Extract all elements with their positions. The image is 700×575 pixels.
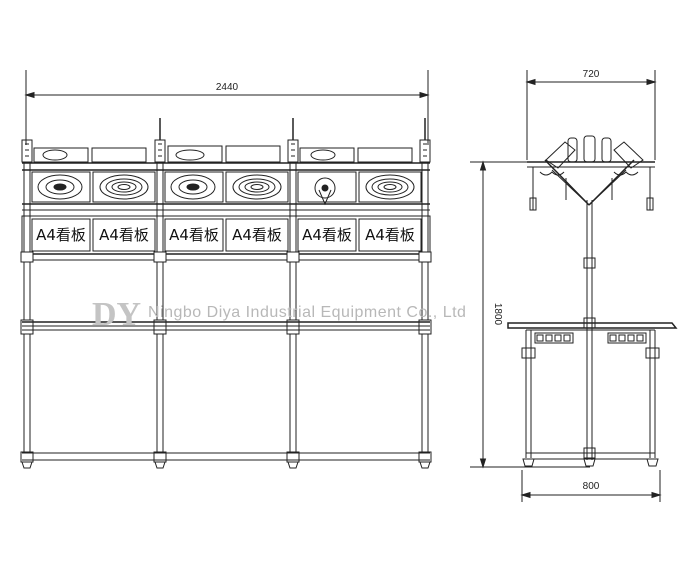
reel: [365, 174, 415, 200]
top-lamps: [33, 145, 413, 163]
reel-bay-frames: [31, 171, 422, 203]
front-table-top: [22, 321, 430, 331]
signboard-label: A4看板: [99, 226, 149, 244]
signboard-label: A4看板: [36, 226, 86, 244]
signboard-label: A4看板: [365, 226, 415, 244]
front-bottom-rail: [22, 452, 430, 461]
watermark-company: Ningbo Diya Industrial Equipment Co., Lt…: [148, 304, 466, 321]
watermark-logo: DY: [92, 296, 141, 333]
hose-reels: [37, 174, 415, 206]
side-view: [470, 70, 678, 502]
side-bottom-width-label: 800: [583, 481, 600, 492]
side-bottom-width-dimension: [520, 470, 662, 502]
watermark: DY Ningbo Diya Industrial Equipment Co.,…: [92, 296, 466, 333]
side-legs: [521, 330, 660, 467]
front-feet: [21, 461, 431, 469]
front-uprights: [21, 118, 431, 163]
front-view: [20, 70, 432, 469]
side-top-width-dimension: [525, 70, 657, 160]
side-table-top: [507, 322, 678, 331]
signboard-frames: [31, 218, 422, 252]
signboard-label: A4看板: [169, 226, 219, 244]
reel: [99, 174, 149, 200]
top-shelf: [21, 162, 431, 261]
signboard-label: A4看板: [302, 226, 352, 244]
front-width-label: 2440: [216, 82, 239, 93]
reel: [170, 174, 216, 200]
reel: [314, 177, 336, 206]
side-t-head: [527, 135, 655, 211]
signboard-label: A4看板: [232, 226, 282, 244]
front-width-dimension: [24, 70, 430, 145]
side-outlet-strips: [534, 332, 647, 344]
reel: [37, 174, 83, 200]
vertical-posts: [23, 162, 429, 462]
joint-connectors: [20, 251, 432, 463]
side-height-label: 1800: [492, 303, 503, 326]
reel: [232, 174, 282, 200]
side-top-width-label: 720: [583, 69, 600, 80]
